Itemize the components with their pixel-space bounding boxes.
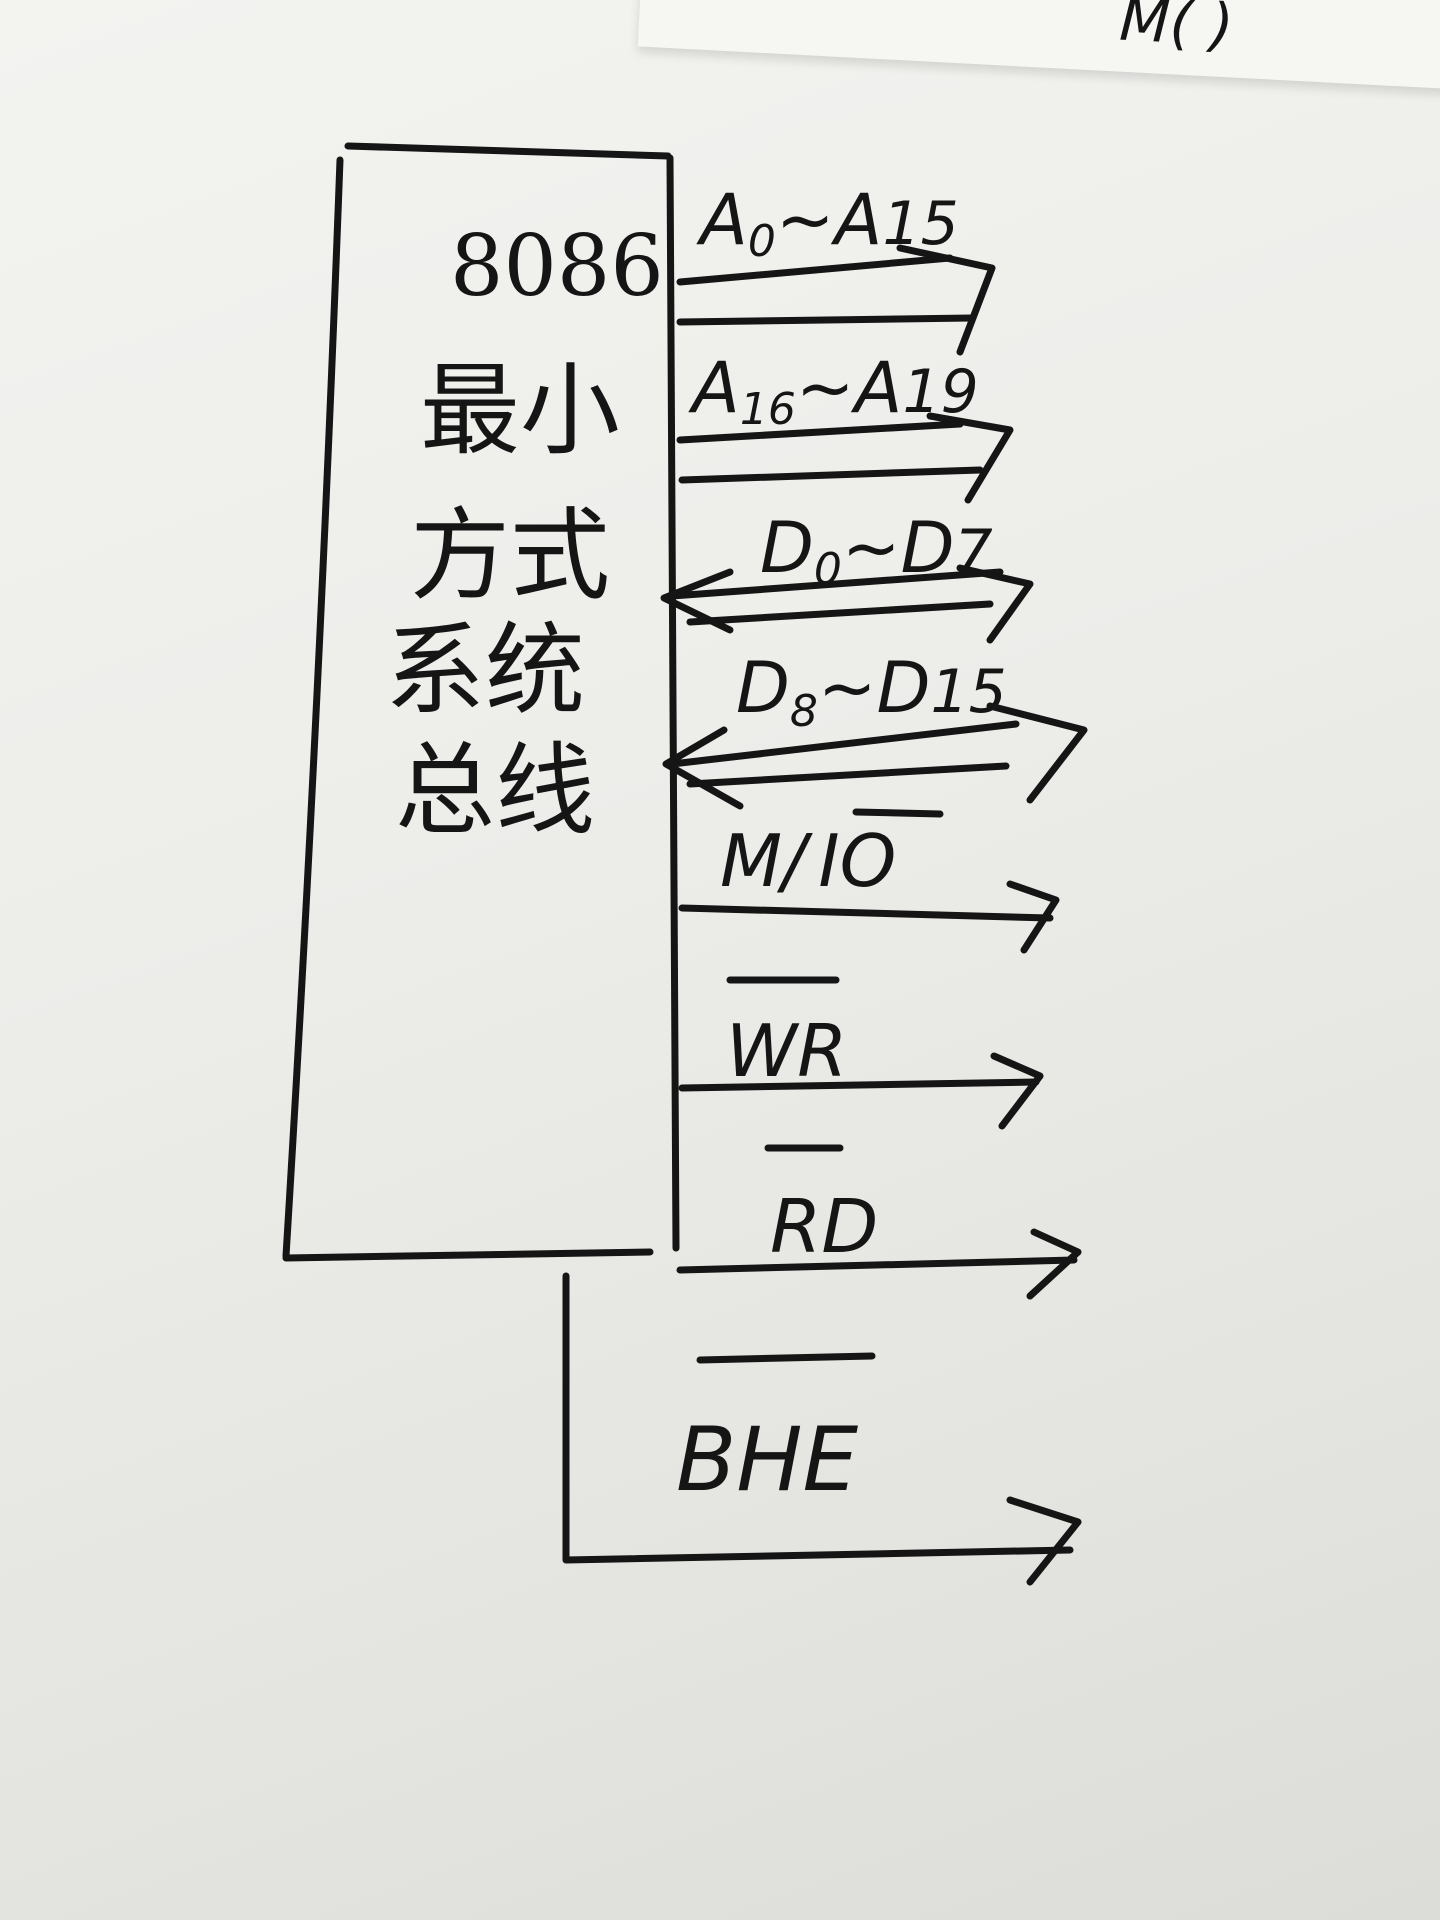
d0-base: D: [760, 507, 814, 589]
d-low-line-upper: [668, 568, 1004, 600]
bhe-overbar: [696, 1352, 876, 1364]
signal-bhe: BHE: [562, 1272, 1082, 1586]
label-d8-d15: D8~D15: [736, 647, 1007, 737]
block-label-line-4: 总线: [395, 732, 595, 849]
d-high-arrow-left: [662, 726, 744, 810]
a16-sub: 16: [740, 384, 796, 435]
a-low-line-upper: [676, 254, 954, 286]
bus-d0-d7: D0~D7: [660, 507, 1034, 644]
cpu-title: 8086: [450, 217, 664, 315]
background-paper-edge: M( ): [637, 0, 1440, 94]
d8-sub: 8: [790, 686, 818, 737]
wr-arrowhead: [990, 1052, 1044, 1130]
signal-wr: WR: [678, 976, 1044, 1130]
a-high-arrowhead: [926, 412, 1014, 504]
rd-line: [676, 1256, 1078, 1274]
a-high-line-lower: [678, 466, 984, 484]
d8-tilde: ~: [818, 647, 877, 729]
d0-tilde: ~: [842, 507, 901, 589]
cpu-block: 8086 最小 方式 系统 总线: [282, 142, 680, 1262]
d15-base: D: [877, 647, 931, 729]
m-io-slash: /: [776, 819, 813, 903]
d-low-arrow-left: [660, 568, 734, 634]
d-high-arrow-right: [986, 702, 1088, 804]
m-io-right: IO: [818, 819, 896, 903]
d15-sub: 15: [930, 657, 1006, 727]
m-io-left: M: [720, 819, 782, 903]
top-scribble-svg: M( ): [678, 0, 1235, 59]
bus-a0-a15: A0~A15: [676, 179, 996, 356]
bus-a16-a19: A16~A19: [676, 347, 1014, 504]
label-m-io: M/IO: [720, 819, 896, 903]
block-bottom-edge: [282, 1248, 654, 1262]
a-low-line-lower: [676, 314, 976, 326]
a0-base: A: [696, 179, 748, 261]
signal-rd: RD: [676, 1144, 1082, 1300]
rd-arrowhead: [1026, 1228, 1082, 1300]
a0-tilde: ~: [776, 179, 835, 261]
a16-base: A: [688, 347, 740, 429]
a15-sub: 15: [882, 189, 958, 259]
label-wr: WR: [726, 1009, 847, 1093]
label-a0-a15: A0~A15: [696, 179, 959, 267]
a-high-line-upper: [676, 420, 964, 444]
bhe-line: [562, 1272, 1074, 1564]
a19-base: A: [851, 347, 903, 429]
io-overbar: [852, 808, 944, 818]
label-bhe: BHE: [676, 1408, 859, 1511]
top-scribble-text: M( ): [1118, 0, 1235, 59]
d-low-arrow-right: [956, 564, 1034, 644]
d-high-line-lower: [686, 762, 1010, 788]
block-left-edge: [282, 156, 344, 1260]
a-low-arrowhead: [896, 244, 996, 356]
m-io-line: [678, 904, 1054, 922]
block-label-line-3: 系统: [385, 612, 585, 729]
block-label-line-2: 方式: [410, 497, 610, 614]
a15-base: A: [831, 179, 883, 261]
bhe-arrowhead: [1006, 1496, 1082, 1586]
label-rd: RD: [770, 1184, 878, 1270]
bus-d8-d15: D8~D15: [662, 647, 1088, 810]
a0-sub: 0: [748, 216, 776, 267]
label-a16-a19: A16~A19: [688, 347, 979, 435]
d-high-line-upper: [668, 720, 1020, 768]
wr-line: [678, 1078, 1040, 1092]
d8-base: D: [736, 647, 790, 729]
block-label-line-1: 最小: [420, 352, 620, 469]
signal-m-io: M/IO: [678, 808, 1060, 954]
block-top-edge: [344, 142, 672, 160]
block-right-edge: [666, 154, 680, 1252]
a16-tilde: ~: [796, 347, 855, 429]
d-low-line-lower: [686, 600, 994, 626]
m-io-arrowhead: [1006, 880, 1060, 954]
